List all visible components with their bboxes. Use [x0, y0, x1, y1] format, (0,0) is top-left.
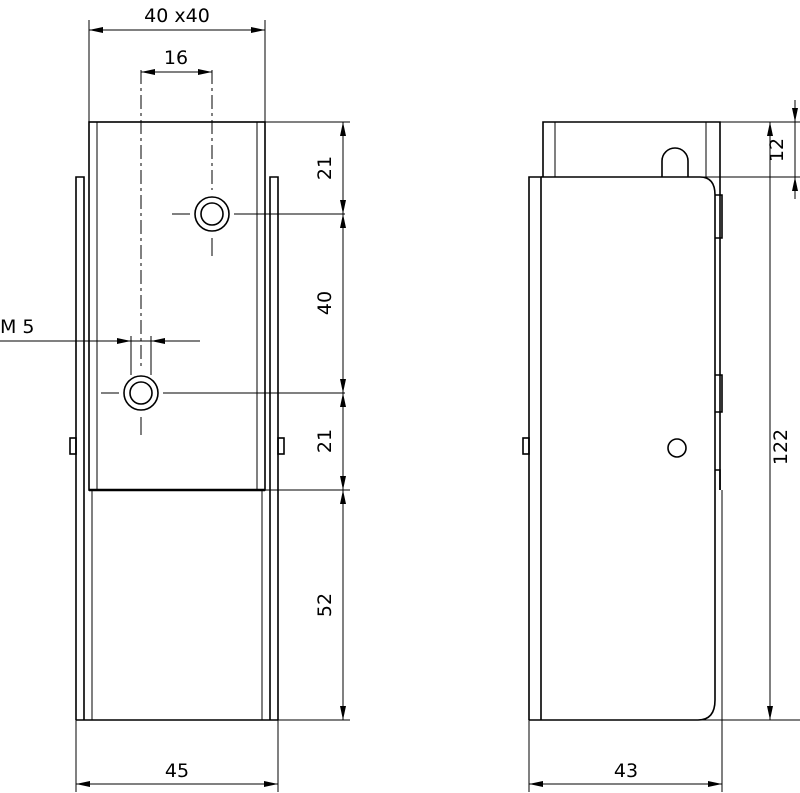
- front-right-flange: [269, 176, 279, 720]
- dimension-annotations: 40 x40 16 M 5 21 40 21 52 45: [0, 5, 800, 792]
- dim-side-base-width: 43: [614, 760, 638, 782]
- dim-hole-to-hole: 40: [314, 291, 336, 315]
- dim-front-base-width: 45: [165, 760, 189, 782]
- dim-lower-section-height: 52: [314, 593, 336, 617]
- dim-side-overall-height: 122: [770, 429, 792, 465]
- front-upper-sleeve: [88, 121, 266, 491]
- side-back-plate: [528, 176, 542, 720]
- side-top-tab: [542, 121, 721, 490]
- side-view: [522, 121, 723, 721]
- front-upper-hole: [194, 196, 230, 232]
- side-top-slot: [661, 147, 689, 177]
- front-view: [69, 70, 345, 721]
- dim-hole-to-sleeve-bottom: 21: [314, 429, 336, 453]
- side-body: [529, 176, 716, 721]
- dim-thread-size: M 5: [0, 316, 35, 338]
- dim-side-tab-height: 12: [766, 138, 788, 162]
- dim-hole-spacing: 16: [164, 47, 188, 69]
- front-left-flange: [75, 176, 85, 720]
- dim-top-to-hole: 21: [314, 156, 336, 180]
- dim-front-top-width: 40 x40: [144, 5, 210, 27]
- front-lower-hole: [123, 375, 159, 411]
- side-hole: [667, 438, 687, 458]
